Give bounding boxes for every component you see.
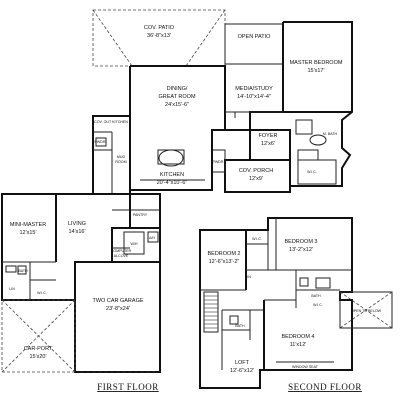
mud-room-label: MUD (117, 155, 126, 159)
cov-porch-label: COV. PORCH (239, 168, 273, 174)
computer-alcove-label: COMPUTER (111, 249, 132, 253)
wic-second-b-label: W.I.C. (313, 303, 323, 307)
pantry-walls (112, 193, 161, 229)
mini-master-label: MINI-MASTER (10, 222, 46, 228)
loft-dim: 12'-6"x12' (230, 368, 254, 374)
first-floor-labels: COV. PATIO 36'-8"x13' OPEN PATIO MASTER … (9, 25, 343, 392)
ah-label: A/H (149, 236, 155, 240)
bedroom3-label: BEDROOM 3 (284, 239, 317, 245)
dining-great-dim: 24'x15'-6" (165, 102, 189, 108)
media-study-dim: 14'-10"x14'-4" (237, 94, 271, 100)
living-dim: 14'x16' (68, 229, 85, 235)
cov-patio-dim: 36'-8"x13' (147, 33, 171, 39)
open-to-below-area (339, 291, 393, 329)
bedroom4-label: BEDROOM 4 (281, 334, 314, 340)
dining-great-label-2: GREAT ROOM (158, 94, 195, 100)
garage-label: TWO CAR GARAGE (92, 298, 143, 304)
second-floor-plan (199, 217, 393, 389)
media-study-label: MEDIA/STUDY (235, 86, 273, 92)
kitchen-label: KITCHEN (160, 172, 184, 178)
car-port-area (1, 299, 76, 373)
cov-patio-label: COV. PATIO (144, 25, 175, 31)
second-floor-labels: BEDROOM 2 12'-6"x13'-2" BEDROOM 3 13'-2"… (207, 237, 381, 392)
master-wing-walls (283, 21, 353, 187)
bath-mini-label: BATH (18, 269, 28, 273)
lin-label: LIN (9, 287, 15, 291)
stairs (203, 291, 219, 333)
cov-porch-dim: 12'x9' (249, 176, 263, 182)
wic-second-a-label: W.I.C. (252, 237, 262, 241)
bedroom4-dim: 11'x12' (290, 342, 307, 348)
pwdr-label-right: PWDR (213, 160, 224, 164)
mini-master-dim: 12'x15' (19, 230, 36, 236)
m-bath-label: M. BATH (323, 132, 338, 136)
living-label: LIVING (68, 221, 86, 227)
wh-label: W/H (131, 242, 138, 246)
pantry-label: PANTRY (133, 213, 148, 217)
master-bedroom-dim: 15'x17' (307, 68, 324, 74)
window-seat-label: WINDOW SEAT (292, 365, 319, 369)
open-patio-label: OPEN PATIO (238, 34, 272, 40)
car-port-dim: 15'x20' (29, 354, 46, 360)
wic-master-label: W.I.C. (307, 170, 317, 174)
kitchen-dim: 20'-4"x10'-6" (157, 180, 188, 186)
cov-out-kitchen-label: COV. OUT KITCHEN (94, 120, 128, 124)
foyer-dim: 12'x6' (261, 141, 275, 147)
loft-label: LOFT (235, 360, 250, 366)
pwdr-label: PWDR (95, 140, 106, 144)
first-floor-plan (1, 9, 353, 373)
first-floor-title: FIRST FLOOR (97, 382, 159, 392)
garage-dim: 23'-8"x24' (106, 306, 130, 312)
foyer-label: FOYER (259, 133, 278, 139)
bath-second-b-label: BATH (311, 294, 321, 298)
bedroom2-label: BEDROOM 2 (207, 251, 240, 257)
open-to-below-label: OPEN TO BELOW (351, 309, 382, 313)
bedroom3-dim: 13'-2"x12' (289, 247, 313, 253)
lin-second-label: LIN (245, 275, 251, 279)
dining-great-label: DINING/ (167, 86, 188, 92)
porch-walls (224, 159, 291, 193)
mud-room-label-2: ROOM (115, 160, 126, 164)
car-port-label: CAR-PORT (24, 346, 53, 352)
computer-alcove-label-2: ALCOVE (114, 254, 129, 258)
second-floor-title: SECOND FLOOR (288, 382, 362, 392)
bedroom2-dim: 12'-6"x13'-2" (209, 259, 240, 265)
bath-second-a-label: BATH (235, 324, 245, 328)
wic-mini-label: W.I.C. (37, 291, 47, 295)
master-bedroom-label: MASTER BEDROOM (290, 60, 343, 66)
